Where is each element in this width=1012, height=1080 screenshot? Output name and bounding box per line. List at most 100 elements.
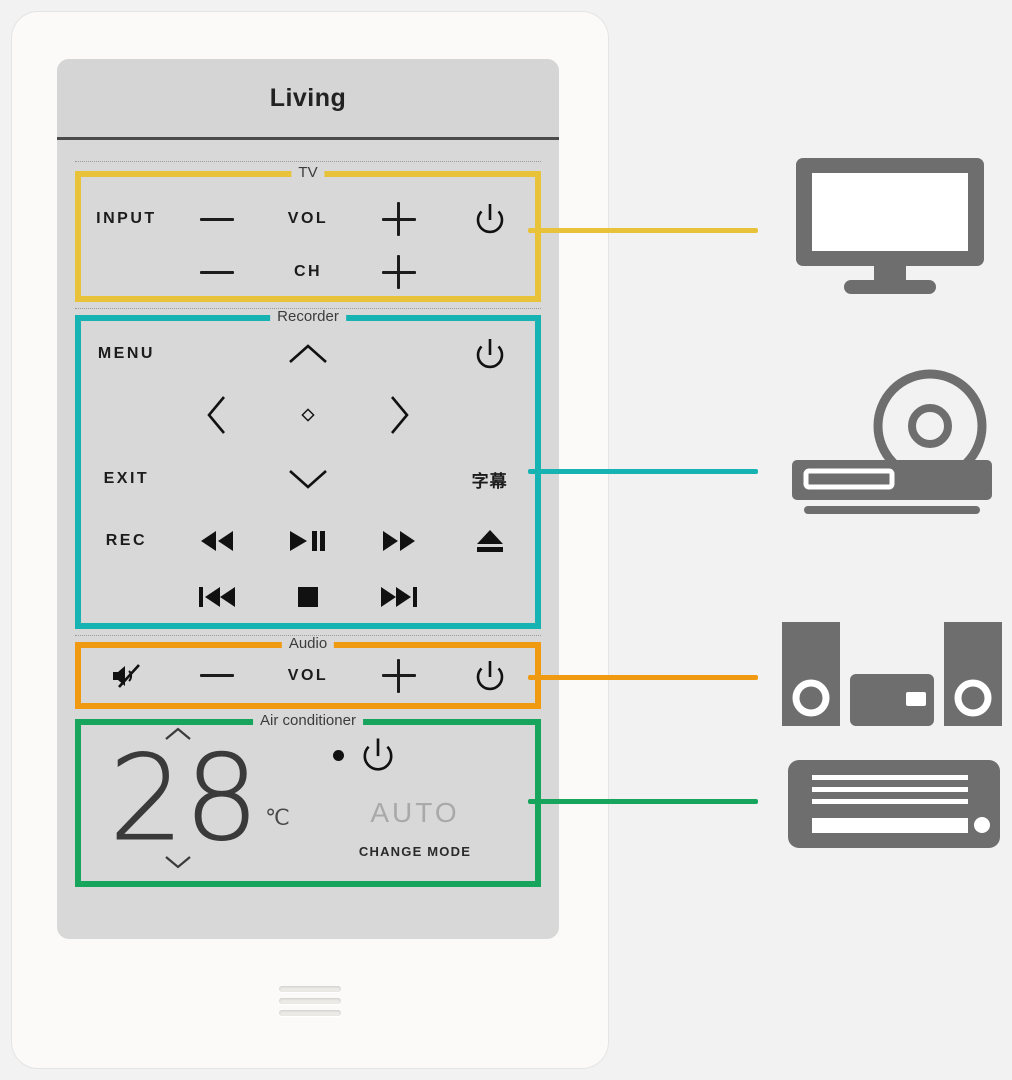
ac-temp-up-button[interactable] <box>161 725 195 748</box>
tv-volume-up-button[interactable] <box>353 202 444 236</box>
wall-panel-device: Living TV INPUT VOL <box>12 12 608 1068</box>
audio-power-button[interactable] <box>444 656 535 696</box>
page-title: Living <box>269 83 347 112</box>
ac-change-mode-label: CHANGE MODE <box>358 844 472 859</box>
indicator-dot <box>333 749 344 761</box>
mute-icon <box>113 663 141 688</box>
recorder-power-button[interactable] <box>444 334 535 374</box>
recorder-exit-button[interactable]: EXIT <box>81 470 172 488</box>
power-icon <box>363 738 393 771</box>
recorder-previous-track-button[interactable] <box>172 585 263 609</box>
recorder-menu-button[interactable]: MENU <box>81 345 172 363</box>
recorder-play-pause-button[interactable] <box>263 529 354 553</box>
previous-track-icon <box>199 587 236 607</box>
recorder-subtitle-label: 字幕 <box>471 471 508 491</box>
device-audio[interactable] <box>778 618 1006 730</box>
connector-line-air-conditioner <box>528 799 758 804</box>
device-recorder[interactable] <box>782 368 1002 520</box>
audio-mute-button[interactable] <box>81 661 172 691</box>
connector-line-tv <box>528 228 758 233</box>
ac-temperature-value: 28 <box>108 729 260 867</box>
eject-icon <box>476 530 503 552</box>
tv-power-button[interactable] <box>444 199 535 239</box>
ac-power-button[interactable] <box>333 733 400 777</box>
ac-temp-down-button[interactable] <box>161 853 195 876</box>
grille-bar <box>279 986 341 992</box>
tv-volume-down-button[interactable] <box>172 217 263 221</box>
air-conditioner-icon <box>788 760 1000 848</box>
device-air-conditioner[interactable] <box>786 758 1002 850</box>
minus-icon <box>200 217 235 221</box>
tv-ch-label: CH <box>293 263 323 280</box>
recorder-up-button[interactable] <box>263 341 354 367</box>
chevron-up-icon <box>165 727 191 740</box>
recorder-exit-label: EXIT <box>103 470 150 487</box>
plus-icon <box>381 658 416 693</box>
recorder-right-button[interactable] <box>353 392 444 438</box>
ac-change-mode-button[interactable]: CHANGE MODE <box>325 843 505 861</box>
section-label-air-conditioner: Air conditioner <box>253 713 363 728</box>
recorder-rec-label: REC <box>105 532 148 549</box>
chevron-right-icon <box>390 396 409 434</box>
section-tv[interactable]: TV INPUT VOL <box>75 165 541 302</box>
tv-channel-up-button[interactable] <box>353 255 444 289</box>
tv-input-button[interactable]: INPUT <box>81 210 172 228</box>
connector-line-recorder <box>528 469 758 474</box>
audio-volume-label: VOL <box>263 667 354 685</box>
recorder-ok-button[interactable] <box>263 406 354 424</box>
panel-title-bar: Living <box>57 59 559 140</box>
section-audio[interactable]: Audio VOL <box>75 636 541 709</box>
plus-icon <box>381 255 416 289</box>
recorder-subtitle-button[interactable]: 字幕 <box>444 467 535 492</box>
section-label-audio: Audio <box>281 636 335 651</box>
recorder-rewind-button[interactable] <box>172 529 263 553</box>
power-icon <box>476 339 503 369</box>
tv-channel-down-button[interactable] <box>172 270 263 274</box>
ac-mode-display: AUTO <box>325 797 505 829</box>
next-track-icon <box>380 587 417 607</box>
recorder-down-button[interactable] <box>263 466 354 492</box>
recorder-stop-button[interactable] <box>263 586 354 608</box>
chevron-down-icon <box>165 856 191 869</box>
recorder-fast-forward-button[interactable] <box>353 529 444 553</box>
grille-bar <box>279 1010 341 1016</box>
tv-icon <box>796 158 984 294</box>
power-icon <box>476 660 503 690</box>
speaker-grille <box>279 986 341 1022</box>
lcd-screen: Living TV INPUT VOL <box>57 59 559 939</box>
audio-volume-down-button[interactable] <box>172 674 263 677</box>
tv-volume-label: VOL <box>263 210 354 228</box>
play-pause-icon <box>289 531 325 551</box>
grille-bar <box>279 998 341 1004</box>
rewind-icon <box>201 531 234 551</box>
recorder-menu-label: MENU <box>97 345 155 362</box>
recorder-rec-button[interactable]: REC <box>81 532 172 550</box>
section-recorder[interactable]: Recorder MENU <box>75 309 541 629</box>
stop-icon <box>297 587 318 607</box>
audio-volume-up-button[interactable] <box>353 658 444 693</box>
section-air-conditioner[interactable]: Air conditioner 28 ℃ <box>75 713 541 887</box>
chevron-down-icon <box>289 470 327 489</box>
ok-diamond-icon <box>301 408 315 422</box>
ac-temperature-unit: ℃ <box>265 805 290 830</box>
audio-vol-label: VOL <box>287 666 329 684</box>
chevron-left-icon <box>207 396 226 434</box>
ac-temperature-display: 28 ℃ <box>108 729 290 867</box>
chevron-up-icon <box>289 344 327 363</box>
power-icon <box>476 204 503 234</box>
recorder-next-track-button[interactable] <box>353 585 444 609</box>
section-label-recorder: Recorder <box>270 309 346 324</box>
ac-mode-value: AUTO <box>370 797 460 828</box>
divider-tv-recorder <box>75 308 541 309</box>
recorder-left-button[interactable] <box>172 392 263 438</box>
divider-top <box>75 161 541 162</box>
tv-input-label: INPUT <box>96 210 157 227</box>
minus-icon <box>200 270 235 274</box>
disc-recorder-icon <box>792 369 992 514</box>
audio-system-icon <box>782 622 1002 726</box>
fast-forward-icon <box>382 531 415 551</box>
device-tv[interactable] <box>790 152 990 302</box>
tv-channel-label: CH <box>263 263 354 281</box>
recorder-eject-button[interactable] <box>444 527 535 555</box>
